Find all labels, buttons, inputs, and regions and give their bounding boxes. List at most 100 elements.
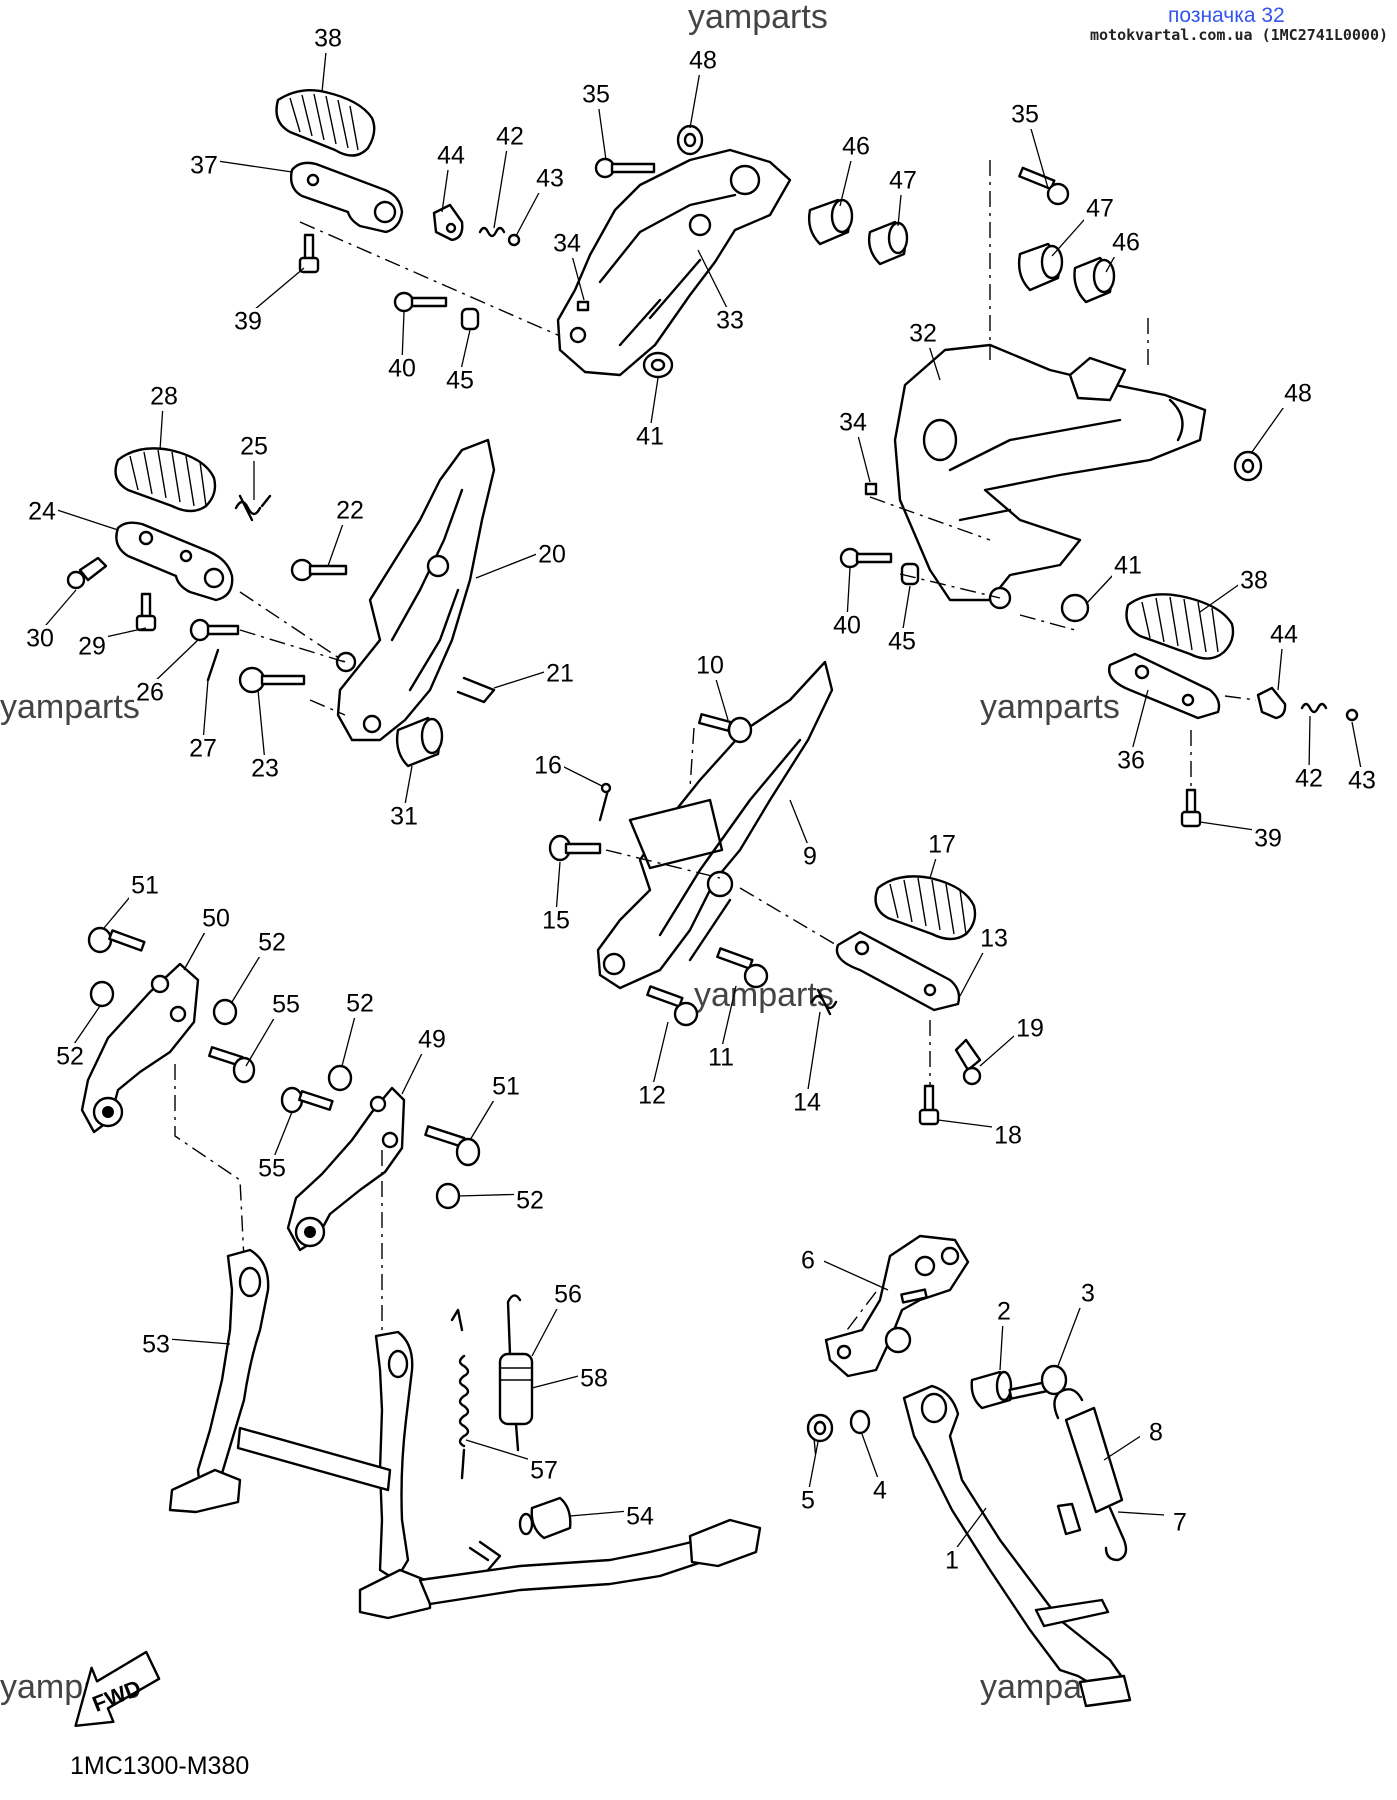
part-label-bg-39b bbox=[1252, 825, 1284, 853]
part-label-40b[interactable]: 40 bbox=[833, 612, 861, 640]
part-label-bg-30 bbox=[24, 625, 56, 653]
part-label-41[interactable]: 41 bbox=[636, 423, 664, 451]
part-label-20[interactable]: 20 bbox=[538, 541, 566, 569]
leader-line-12 bbox=[651, 1021, 669, 1090]
part-label-46b[interactable]: 46 bbox=[1112, 229, 1140, 257]
part-label-31[interactable]: 31 bbox=[390, 803, 418, 831]
part-label-9[interactable]: 9 bbox=[803, 843, 817, 871]
part-label-45b[interactable]: 45 bbox=[888, 628, 916, 656]
part-label-bg-51 bbox=[129, 872, 161, 900]
part-label-55b[interactable]: 55 bbox=[258, 1155, 286, 1183]
source-caption: motokvartal.com.ua (1MC2741L0000) bbox=[1090, 26, 1389, 44]
part-label-45[interactable]: 45 bbox=[446, 367, 474, 395]
part-label-26[interactable]: 26 bbox=[136, 679, 164, 707]
part-label-10[interactable]: 10 bbox=[696, 652, 724, 680]
part-label-55[interactable]: 55 bbox=[272, 991, 300, 1019]
part-label-44b[interactable]: 44 bbox=[1270, 621, 1298, 649]
part-label-38b[interactable]: 38 bbox=[1240, 567, 1268, 595]
part-label-2[interactable]: 2 bbox=[997, 1298, 1011, 1326]
part-label-14[interactable]: 14 bbox=[793, 1089, 821, 1117]
part-label-8[interactable]: 8 bbox=[1149, 1419, 1163, 1447]
part-label-15[interactable]: 15 bbox=[542, 907, 570, 935]
part-label-5[interactable]: 5 bbox=[801, 1487, 815, 1515]
part-label-50[interactable]: 50 bbox=[202, 905, 230, 933]
part-label-bg-52b bbox=[54, 1043, 86, 1071]
part-label-43b[interactable]: 43 bbox=[1348, 767, 1376, 795]
part-label-bg-14 bbox=[791, 1089, 823, 1117]
part-label-1[interactable]: 1 bbox=[945, 1547, 959, 1575]
part-label-36[interactable]: 36 bbox=[1117, 747, 1145, 775]
part-label-16[interactable]: 16 bbox=[534, 752, 562, 780]
part-label-58[interactable]: 58 bbox=[580, 1365, 608, 1393]
part-label-38[interactable]: 38 bbox=[314, 25, 342, 53]
part-label-39b[interactable]: 39 bbox=[1254, 825, 1282, 853]
part-label-21[interactable]: 21 bbox=[546, 660, 574, 688]
part-label-49[interactable]: 49 bbox=[418, 1026, 446, 1054]
part-label-13[interactable]: 13 bbox=[980, 925, 1008, 953]
part-label-29[interactable]: 29 bbox=[78, 633, 106, 661]
part-label-32[interactable]: 32 bbox=[909, 320, 937, 348]
part-label-bg-43b bbox=[1346, 767, 1378, 795]
part-label-56[interactable]: 56 bbox=[554, 1281, 582, 1309]
part-label-4[interactable]: 4 bbox=[873, 1477, 887, 1505]
part-label-bg-2 bbox=[988, 1298, 1020, 1326]
part-label-25[interactable]: 25 bbox=[240, 433, 268, 461]
part-label-bg-54 bbox=[624, 1503, 656, 1531]
part-label-51[interactable]: 51 bbox=[131, 872, 159, 900]
part-label-22[interactable]: 22 bbox=[336, 497, 364, 525]
part-label-44[interactable]: 44 bbox=[437, 142, 465, 170]
watermark-left: yamparts bbox=[0, 688, 140, 726]
part-label-52d[interactable]: 52 bbox=[516, 1187, 544, 1215]
part-label-30[interactable]: 30 bbox=[26, 625, 54, 653]
part-label-35[interactable]: 35 bbox=[582, 81, 610, 109]
part-label-53[interactable]: 53 bbox=[142, 1331, 170, 1359]
part-label-42b[interactable]: 42 bbox=[1295, 765, 1323, 793]
part-label-52[interactable]: 52 bbox=[258, 929, 286, 957]
part-label-27[interactable]: 27 bbox=[189, 735, 217, 763]
part-label-3[interactable]: 3 bbox=[1081, 1280, 1095, 1308]
part-label-bg-34 bbox=[551, 230, 583, 258]
part-label-34[interactable]: 34 bbox=[553, 230, 581, 258]
part-label-23[interactable]: 23 bbox=[251, 755, 279, 783]
leader-line-52b bbox=[69, 1005, 101, 1051]
part-label-47b[interactable]: 47 bbox=[1086, 195, 1114, 223]
part-label-19[interactable]: 19 bbox=[1016, 1015, 1044, 1043]
part-label-46[interactable]: 46 bbox=[842, 133, 870, 161]
part-label-bg-44b bbox=[1268, 621, 1300, 649]
part-label-bg-11 bbox=[705, 1044, 737, 1072]
part-label-51b[interactable]: 51 bbox=[492, 1073, 520, 1101]
part-label-37[interactable]: 37 bbox=[190, 152, 218, 180]
part-label-48[interactable]: 48 bbox=[689, 47, 717, 75]
part-label-35b[interactable]: 35 bbox=[1011, 101, 1039, 129]
leader-line-11 bbox=[720, 985, 737, 1052]
part-label-54[interactable]: 54 bbox=[626, 1503, 654, 1531]
part-label-12[interactable]: 12 bbox=[638, 1082, 666, 1110]
part-label-24[interactable]: 24 bbox=[28, 498, 56, 526]
part-label-33[interactable]: 33 bbox=[716, 307, 744, 335]
part-label-39[interactable]: 39 bbox=[234, 308, 262, 336]
part-label-6[interactable]: 6 bbox=[801, 1247, 815, 1275]
leader-line-26 bbox=[149, 639, 199, 687]
part-label-17[interactable]: 17 bbox=[928, 831, 956, 859]
reference-link[interactable]: позначка 32 bbox=[1168, 4, 1285, 27]
part-label-bg-24 bbox=[26, 498, 58, 526]
part-label-40[interactable]: 40 bbox=[388, 355, 416, 383]
part-label-bg-26 bbox=[134, 679, 166, 707]
part-label-bg-52c bbox=[344, 990, 376, 1018]
part-label-28[interactable]: 28 bbox=[150, 383, 178, 411]
part-label-34b[interactable]: 34 bbox=[839, 409, 867, 437]
part-label-11[interactable]: 11 bbox=[708, 1044, 734, 1072]
part-label-bg-38b bbox=[1238, 567, 1270, 595]
part-label-41b[interactable]: 41 bbox=[1114, 552, 1142, 580]
part-label-48b[interactable]: 48 bbox=[1284, 380, 1312, 408]
part-label-47[interactable]: 47 bbox=[889, 167, 917, 195]
part-label-18[interactable]: 18 bbox=[994, 1122, 1022, 1150]
part-label-bg-19 bbox=[1014, 1015, 1046, 1043]
part-label-57[interactable]: 57 bbox=[530, 1457, 558, 1485]
part-label-7[interactable]: 7 bbox=[1173, 1509, 1187, 1537]
part-label-42[interactable]: 42 bbox=[496, 123, 524, 151]
part-label-43[interactable]: 43 bbox=[536, 165, 564, 193]
part-label-52b[interactable]: 52 bbox=[56, 1043, 84, 1071]
part-label-52c[interactable]: 52 bbox=[346, 990, 374, 1018]
part-label-bg-44 bbox=[435, 142, 467, 170]
